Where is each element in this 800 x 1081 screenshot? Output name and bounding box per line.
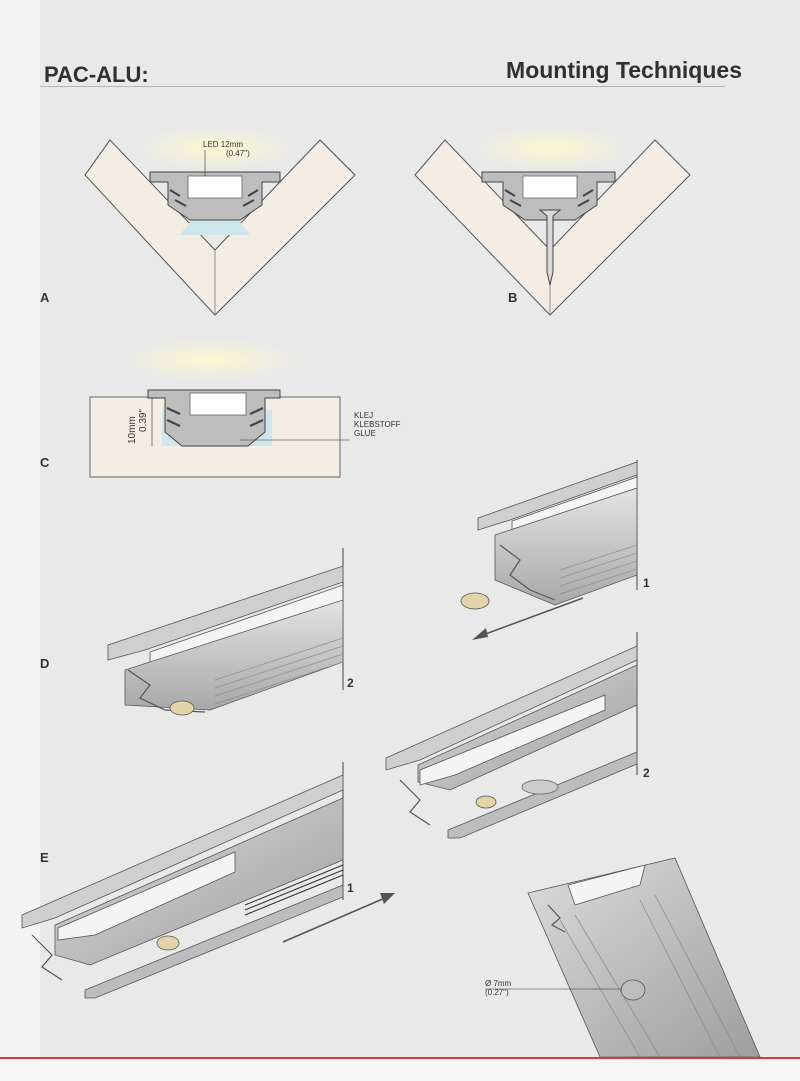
glue-fill — [180, 218, 250, 235]
aluminium-profile-underside — [527, 857, 761, 1058]
nail — [538, 209, 562, 286]
footer-accent-line — [0, 1057, 800, 1059]
aluminium-profile — [124, 599, 344, 711]
arrow-left — [479, 597, 584, 637]
arrow-right — [282, 897, 386, 943]
screw-hole — [521, 779, 559, 795]
depth-mm-label: 10mm — [127, 416, 138, 444]
figure-c-recessed-glue — [89, 338, 350, 478]
glue-label-pl: KLEJ — [354, 411, 374, 420]
figure-label-c: C — [40, 455, 50, 470]
led-strip — [187, 175, 243, 199]
figure-d-step-1-number: 1 — [643, 576, 650, 590]
figure-e-step-1-number: 1 — [347, 881, 354, 895]
mounting-rail — [84, 884, 344, 999]
left-margin — [0, 0, 40, 1060]
hole-diameter-label: Ø 7mm (0.27") — [485, 979, 511, 997]
figure-label-a: A — [40, 290, 50, 305]
led-strip — [522, 175, 578, 199]
led-size-inch: (0.47") — [226, 149, 250, 158]
led-cover — [567, 864, 646, 906]
figure-e-hole-detail — [485, 857, 761, 1058]
led-cover — [419, 694, 606, 786]
mounting-rail — [447, 751, 638, 839]
figure-label-b: B — [508, 290, 518, 305]
led-strip — [189, 392, 247, 416]
screw-hole — [620, 979, 646, 1001]
hole-diameter-inch: (0.27") — [485, 988, 509, 997]
figure-d-step-2-number: 2 — [347, 676, 354, 690]
page-title: Mounting Techniques — [506, 57, 742, 83]
glue-label: KLEJ KLEBSTOFF GLUE — [354, 411, 401, 438]
figure-e-step-2 — [385, 632, 638, 839]
glue-label-en: GLUE — [354, 429, 376, 438]
mounting-clip — [460, 592, 490, 610]
aluminium-profile — [147, 389, 281, 447]
hole-diameter-mm: Ø 7mm — [485, 979, 512, 988]
led-size-mm: LED 12mm — [203, 140, 244, 149]
screw-head — [156, 935, 180, 951]
footer-band — [0, 1059, 800, 1081]
figure-e-step-2-number: 2 — [643, 766, 650, 780]
brand-label: PAC-ALU: — [44, 62, 149, 87]
figure-a-corner-glue — [84, 126, 356, 316]
figure-label-e: E — [40, 850, 49, 865]
screw-head — [475, 795, 497, 809]
led-cover — [57, 851, 236, 941]
led-size-label: LED 12mm (0.47") — [203, 140, 250, 158]
figure-d-step-2 — [107, 548, 344, 716]
figure-e-step-1 — [21, 762, 395, 999]
figure-label-d: D — [40, 656, 50, 671]
depth-inch-label: 0.39" — [138, 408, 149, 432]
glue-label-de: KLEBSTOFF — [354, 420, 401, 429]
mounting-clip — [169, 700, 195, 716]
header-divider — [40, 86, 725, 87]
aluminium-profile — [494, 487, 638, 606]
figure-b-corner-nail — [414, 126, 691, 316]
led-glow — [135, 126, 295, 170]
figure-d-step-1 — [460, 460, 638, 640]
